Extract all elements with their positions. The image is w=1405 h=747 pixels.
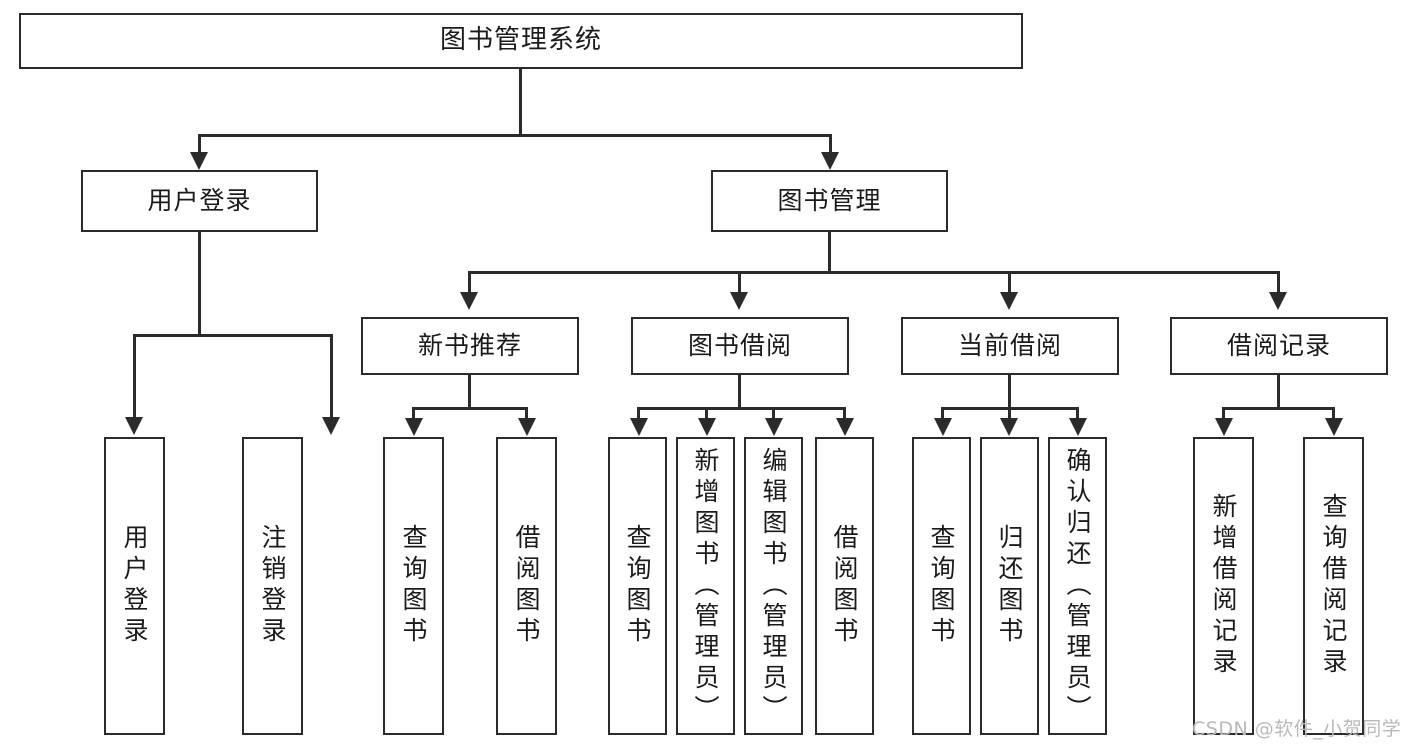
connector-root-bar [198,134,832,137]
arrow-to-current-borrow [1000,292,1018,310]
arrow-to-leaf-query-book-1 [405,418,423,436]
node-label: 查询借阅记录 [1319,493,1348,679]
connector-nbr-r [525,407,528,420]
connector-book-manage-stem [828,232,831,272]
csdn-watermark: CSDN @软件_小贺同学 [1192,718,1402,740]
connector-cb-c1 [941,407,944,420]
leaf-return-book[interactable]: 归还图书 [980,437,1039,735]
connector-cb-stem [1008,375,1011,409]
node-label: 查询图书 [399,524,428,648]
arrow-to-leaf-return-book [1000,418,1018,436]
leaf-query-record[interactable]: 查询借阅记录 [1303,437,1364,735]
node-borrow-record[interactable]: 借阅记录 [1170,317,1388,375]
connector-bm-c2 [738,271,741,294]
node-label: 图书管理 [777,185,882,215]
leaf-borrow-book-1[interactable]: 借阅图书 [496,437,557,735]
arrow-to-leaf-add-book [698,418,716,436]
connector-root-to-user-login [198,134,201,154]
connector-bb-bar [637,407,846,410]
leaf-user-logout[interactable]: 注销登录 [242,437,303,735]
leaf-edit-book[interactable]: 编辑图书（管理员） [744,437,803,735]
connector-bb-c1 [637,407,640,420]
node-label: 图书管理系统 [439,25,602,56]
connector-bb-c3 [772,407,775,420]
node-label: 用户登录 [120,524,149,648]
arrow-to-leaf-user-login [125,417,143,435]
node-label: 当前借阅 [957,330,1062,360]
connector-user-login-stem [198,232,201,335]
connector-bb-stem [738,375,741,409]
connector-root-stem [519,69,522,135]
connector-bm-c1 [468,271,471,294]
connector-user-login-right [330,334,333,419]
node-label: 新书推荐 [417,330,522,360]
arrow-to-leaf-confirm-return [1069,418,1087,436]
connector-bm-c4 [1277,271,1280,294]
node-label: 用户登录 [147,185,252,215]
arrow-to-borrow-record [1269,292,1287,310]
node-label: 新增图书（管理员） [691,446,720,726]
arrow-to-leaf-query-record [1325,418,1343,436]
connector-bb-c2 [705,407,708,420]
leaf-query-book-1[interactable]: 查询图书 [383,437,444,735]
connector-cb-c2 [1008,407,1011,420]
leaf-confirm-return[interactable]: 确认归还（管理员） [1048,437,1107,735]
leaf-query-book-2[interactable]: 查询图书 [608,437,667,735]
arrow-to-leaf-edit-book [765,418,783,436]
node-label: 借阅记录 [1226,330,1331,360]
connector-br-r [1332,407,1335,420]
arrow-to-leaf-query-book-3 [934,418,952,436]
node-root-book-management-system[interactable]: 图书管理系统 [19,13,1023,69]
connector-user-login-bar [133,334,333,337]
node-label: 确认归还（管理员） [1063,446,1092,726]
arrow-to-leaf-borrow-book-2 [836,418,854,436]
leaf-add-record[interactable]: 新增借阅记录 [1193,437,1254,735]
connector-nbr-bar [412,407,528,410]
arrow-to-leaf-add-record [1215,418,1233,436]
node-current-borrow[interactable]: 当前借阅 [901,317,1119,375]
node-label: 新增借阅记录 [1209,493,1238,679]
node-label: 图书借阅 [687,330,792,360]
connector-br-bar [1222,407,1335,410]
connector-book-manage-bar [468,271,1280,274]
arrow-to-leaf-borrow-book-1 [518,418,536,436]
node-book-borrow[interactable]: 图书借阅 [631,317,849,375]
leaf-user-login[interactable]: 用户登录 [104,437,165,735]
leaf-add-book[interactable]: 新增图书（管理员） [676,437,735,735]
connector-cb-c3 [1076,407,1079,420]
node-label: 查询图书 [927,524,956,648]
connector-bm-c3 [1008,271,1011,294]
arrow-root-to-book-manage [821,152,839,170]
node-user-login[interactable]: 用户登录 [81,170,318,232]
node-new-book-recommend[interactable]: 新书推荐 [361,317,579,375]
arrow-to-book-borrow [730,292,748,310]
leaf-query-book-3[interactable]: 查询图书 [912,437,971,735]
connector-nbr-l [412,407,415,420]
arrow-root-to-user-login [190,152,208,170]
connector-br-stem [1277,375,1280,409]
node-label: 注销登录 [258,524,287,648]
node-label: 借阅图书 [830,524,859,648]
arrow-to-leaf-query-book-2 [630,418,648,436]
connector-nbr-stem [468,375,471,409]
arrow-to-leaf-user-logout [322,417,340,435]
connector-root-to-book-manage [829,134,832,154]
node-label: 查询图书 [623,524,652,648]
node-book-manage[interactable]: 图书管理 [711,170,948,232]
connector-bb-c4 [843,407,846,420]
node-label: 归还图书 [995,524,1024,648]
arrow-to-new-book-recommend [460,292,478,310]
connector-br-l [1222,407,1225,420]
connector-user-login-left [133,334,136,419]
node-label: 编辑图书（管理员） [759,446,788,726]
node-label: 借阅图书 [512,524,541,648]
leaf-borrow-book-2[interactable]: 借阅图书 [815,437,874,735]
